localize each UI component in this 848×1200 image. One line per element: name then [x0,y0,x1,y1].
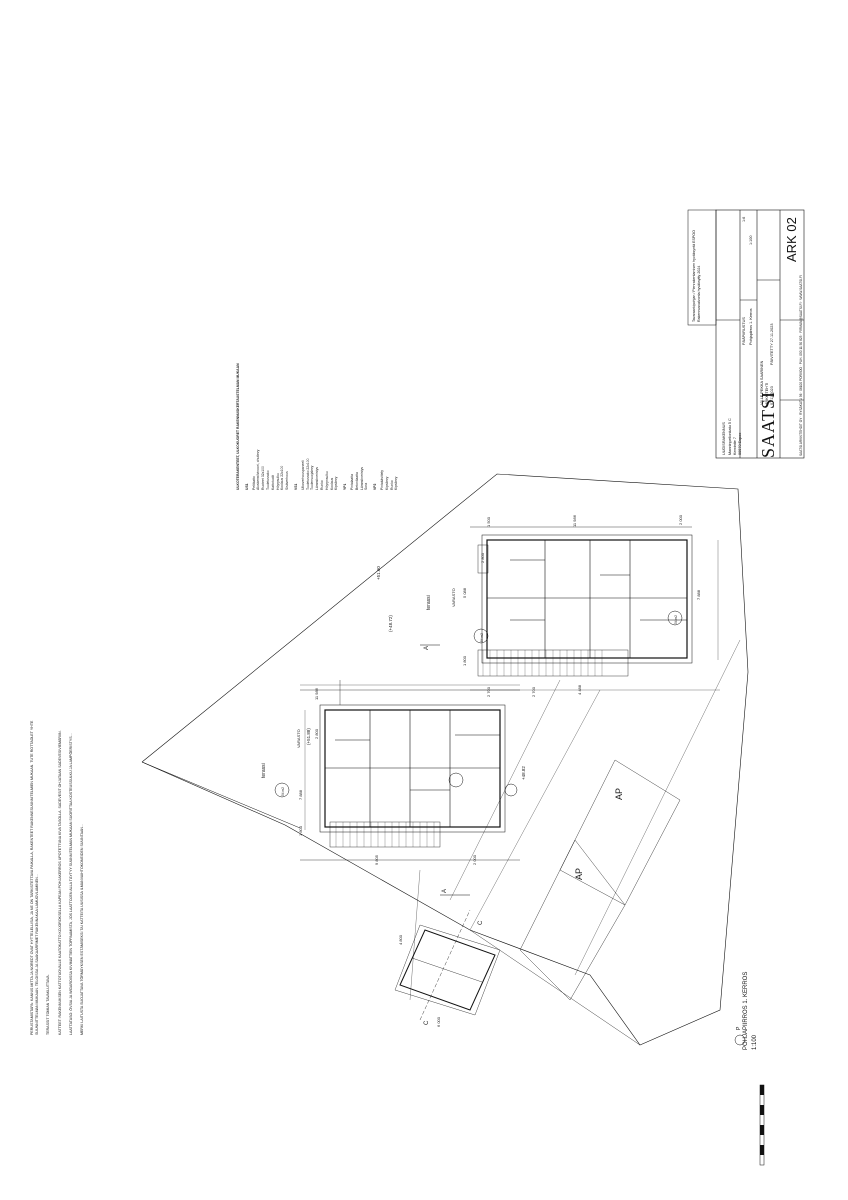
drawing-caption: POHJAPIIRROS 1. KERROS [743,971,749,1050]
dimension-label: 2 000 [472,854,477,865]
section-marker: A [442,889,448,893]
unit-tag: 54 m2 [674,615,678,624]
section-marker: A [424,646,430,650]
dimension-label: 9 805 [374,854,379,865]
scale-bar [759,1084,765,1166]
building-b [324,709,501,828]
office-address: SAATSI ARKKITEHDIT OY · RYSÄKATU 56 · 06… [799,275,803,456]
terrace-label: terassi [261,763,267,778]
dimension-label: 2 700 [486,686,491,697]
unit-tag-marker [448,772,464,788]
dimension-label: 5 088 [462,587,467,598]
level-label: +48.82 [521,766,526,780]
approval-stamp-frame [687,209,717,326]
dimension-label: 11 986 [314,687,319,700]
building-a [486,539,688,659]
outbuilding [399,929,496,1011]
unit-tag-marker [274,782,290,798]
title-block-frame [715,209,805,459]
unit-tag: 54 m2 [281,787,285,796]
dimension-label: 2 700 [531,686,536,697]
dimension-label: 1 800 [462,655,467,666]
revision-date: PÄIVITETTY 27.11.2023 [770,323,774,365]
unit-tag: 54 m2 [480,633,484,642]
unit-tag-marker [473,628,489,644]
parking-label: AP [614,788,624,800]
north-label: P [736,1026,742,1030]
section-marker: C [478,920,484,925]
room-label: VARASTO [451,588,456,607]
level-label: +51.60 [376,566,381,580]
unit-tag-marker [667,610,683,626]
dimension-label: 11 986 [572,514,577,527]
unit-tag-marker [504,783,518,797]
address-line: Manninpellonkatu 5 C [728,418,732,455]
dimension-label: 6 000 [436,1016,441,1027]
plot-boundary [141,473,749,1046]
parking-label: AP [574,868,584,880]
sheet-number: 1:6 [742,216,746,222]
level-label: (+48.72) [388,615,393,632]
dimension-label: 7 888 [696,589,701,600]
level-label: (+51.88) [306,728,311,745]
dimension-label: 1 800 [298,825,303,836]
parking-area [559,759,681,906]
parking-area [519,839,626,1001]
caption-scale: 1:100 [752,1034,758,1050]
terrace-label: terassi [426,595,432,610]
north-marker [734,1034,746,1046]
drawing-scale: 1:100 [749,235,753,245]
dimension-label: 7 888 [298,789,303,800]
room-label: VARASTO [296,729,301,748]
dimension-label: 2 800 [314,728,319,739]
address-line: 00970 Espoo [738,432,742,455]
dimension-label: 2 000 [678,514,683,525]
dimension-label: 1 500 [486,516,491,527]
dimension-label: 4 488 [577,684,582,695]
drawing-id: ARK 02 [784,217,799,262]
section-marker: C [424,1020,430,1025]
drawing-type: PÄÄPIIRUSTUS [742,317,746,345]
approval-stamp: Tavaraarkipohjan / Pienrakentamisen hyvä… [692,230,701,322]
address-line: Kemintie 7 [733,437,737,455]
office-logo: SAATSI [758,390,778,458]
dimension-label: 2 800 [480,552,485,563]
drawing-content: Pohjapiirros 1. Kerros [749,308,753,345]
project-type: UUDISRAKENNUS [722,422,726,455]
dimension-label: 4 800 [398,934,403,945]
